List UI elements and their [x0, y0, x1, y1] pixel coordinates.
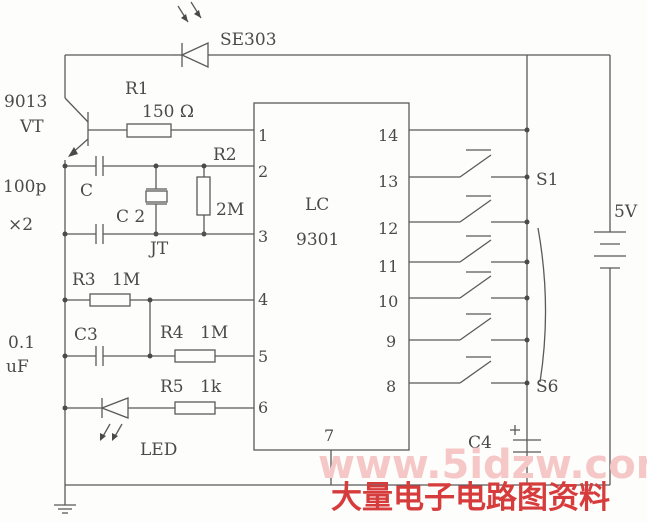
key-switches: [409, 127, 547, 386]
crystal-jt: [145, 163, 168, 237]
resistor-r4: [174, 349, 254, 363]
pin-7: 7: [324, 426, 334, 445]
capacitor-c4: [510, 425, 541, 485]
pin-5: 5: [258, 347, 268, 366]
resistor-r1: [126, 123, 254, 138]
left-rail: [64, 55, 610, 505]
r1-value: 150 Ω: [142, 102, 194, 122]
right-rail: [526, 55, 611, 485]
pin-10: 10: [378, 292, 398, 311]
led-label: LED: [140, 440, 177, 460]
pin-8: 8: [386, 377, 396, 396]
vt-part-label: 9013: [4, 92, 47, 112]
s6-label: S6: [536, 377, 558, 397]
s1-label: S1: [536, 170, 558, 190]
c3-label: C3: [74, 325, 98, 345]
battery-5v: [594, 231, 626, 269]
c3-value-line1: 0.1: [8, 333, 35, 353]
ic-body: [253, 102, 410, 451]
supply-label: 5V: [614, 202, 638, 222]
cap-value-label: 100p: [3, 177, 46, 197]
resistor-r5: [174, 401, 254, 415]
cap-count-label: ×2: [8, 215, 33, 235]
pin-3: 3: [258, 227, 268, 246]
transistor-vt: [64, 97, 127, 157]
r4-value: 1M: [200, 323, 228, 343]
pin-12: 12: [378, 219, 398, 238]
pin-1: 1: [258, 126, 268, 145]
pin-9: 9: [386, 332, 396, 351]
pin-2: 2: [258, 162, 268, 181]
r5-label: R5: [160, 377, 184, 397]
pin-14: 14: [378, 126, 398, 145]
r2-label: R2: [213, 145, 237, 165]
ic-label-line2: 9301: [296, 230, 339, 250]
c3-value-line2: uF: [6, 357, 29, 377]
capacitor-c3: [62, 346, 175, 366]
c4-label: C4: [468, 433, 492, 453]
capacitor-c1: [62, 156, 254, 176]
pin-13: 13: [378, 172, 398, 191]
vt-name-label: VT: [19, 117, 44, 137]
r3-label: R3: [72, 270, 96, 290]
resistor-r3: [62, 293, 254, 356]
capacitor-c2: [62, 224, 254, 244]
r1-label: R1: [125, 79, 149, 99]
c1-label: C: [80, 181, 93, 201]
pin-11: 11: [378, 257, 398, 276]
r4-label: R4: [160, 323, 184, 343]
ground-icon: [54, 504, 76, 514]
r2-value: 2M: [216, 200, 244, 220]
led: [62, 397, 175, 441]
pin-4: 4: [258, 290, 268, 309]
ir-led-se303: [172, 1, 212, 69]
watermark-url: www.5idzw.com: [318, 442, 647, 488]
r3-value: 1M: [112, 270, 140, 290]
jt-label: JT: [148, 239, 169, 259]
watermark-title: 大量电子电路图资料: [331, 480, 610, 516]
r5-value: 1k: [200, 377, 222, 397]
se303-label: SE303: [220, 30, 277, 50]
resistor-r2: [196, 163, 211, 237]
ic-label-line1: LC: [305, 195, 329, 215]
c2-label: C 2: [116, 207, 145, 227]
pin-6: 6: [258, 398, 268, 417]
